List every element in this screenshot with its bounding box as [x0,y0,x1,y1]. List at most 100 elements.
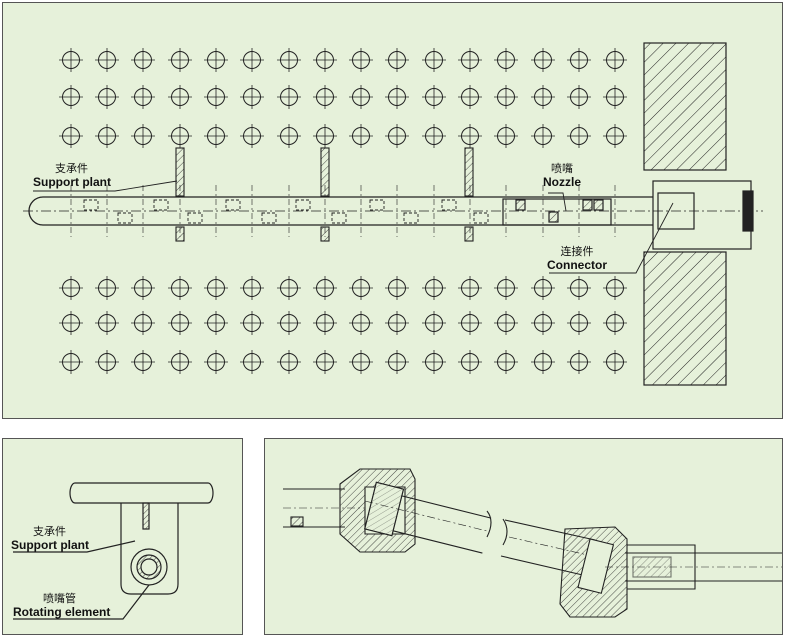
main-sectional-view: 支承件 Support plant 喷嘴 Nozzle 连接件 Connecto… [2,2,783,419]
tube-circle [168,350,192,374]
tube-circle [204,276,228,300]
tube-circle [603,124,627,148]
support-detail-drawing [13,482,214,620]
tube-circle [385,124,409,148]
nozzle-hole [187,212,203,224]
tube-circle [313,124,337,148]
tube-circle [567,85,591,109]
tube-circle [603,350,627,374]
tube-circle [422,48,446,72]
tube-circle [531,350,555,374]
tube-circle [494,85,518,109]
tube-circle [458,124,482,148]
tube-circle [349,350,373,374]
nozzle-hole [261,212,277,224]
tube-circle [204,48,228,72]
tube-circle [59,311,83,335]
tube-circle [313,48,337,72]
tube-circle [277,85,301,109]
tube-bank [59,48,627,374]
tube-circle [458,48,482,72]
tube-circle [204,85,228,109]
nozzle-hole [295,199,311,211]
tube-circle [240,85,264,109]
tube-circle [494,48,518,72]
tube-circle [59,276,83,300]
tube-circle [422,85,446,109]
tube-circle [603,48,627,72]
support-detail-view: 支承件 Support plant 喷嘴管 Rotating element [2,438,243,635]
nozzle-section [502,198,612,226]
tube-circle [494,276,518,300]
tube-circle [95,48,119,72]
tube-circle [95,276,119,300]
tube-circle [349,311,373,335]
tube-circle [567,276,591,300]
tube-circle [422,276,446,300]
tube-circle [349,85,373,109]
swivel-joint-drawing [283,468,782,618]
tube-circle [131,350,155,374]
label-connector: 连接件 Connector [547,246,607,272]
tube-circle [458,311,482,335]
tube-circle [385,311,409,335]
tube-circle [567,350,591,374]
lance-pipe [23,196,763,226]
nozzle-hole [403,212,419,224]
tube-circle [131,311,155,335]
tube-circle [204,350,228,374]
tube-circle [385,48,409,72]
tube-circle [349,48,373,72]
nozzle-hole [117,212,133,224]
tube-circle [458,85,482,109]
tube-circle [494,124,518,148]
tube-circle [204,311,228,335]
pipe-nozzle-holes [83,199,489,224]
tube-circle [349,276,373,300]
tube-circle [277,48,301,72]
tube-circle [131,276,155,300]
tube-circle [531,85,555,109]
tube-circle [313,276,337,300]
tube-circle [59,85,83,109]
label-rotating-element: 喷嘴管 Rotating element [13,593,111,619]
tube-circle [95,311,119,335]
tube-circle [95,124,119,148]
tube-circle [277,124,301,148]
tube-circle [277,350,301,374]
nozzle-hole [153,199,169,211]
nozzle-hole [441,199,457,211]
tube-circle [422,350,446,374]
tube-circle [385,350,409,374]
tube-circle [168,311,192,335]
tube-circle [313,350,337,374]
tube-circle [131,124,155,148]
tube-circle [168,85,192,109]
nozzle-hole [83,199,99,211]
tube-circle [240,276,264,300]
nozzle-hole [369,199,385,211]
tube-circle [59,48,83,72]
label-support-plant-detail: 支承件 Support plant [11,526,89,552]
tube-circle [204,124,228,148]
tube-circle [531,124,555,148]
tube-circle [168,276,192,300]
tube-circle [458,276,482,300]
tube-circle [385,85,409,109]
tube-circle [168,124,192,148]
tube-circle [567,124,591,148]
nozzle-hole [225,199,241,211]
tube-circle [240,350,264,374]
tube-circle [494,350,518,374]
tube-circle [603,276,627,300]
tube-circle [313,85,337,109]
tube-circle [240,311,264,335]
tube-circle [603,311,627,335]
leader-lines [33,180,674,274]
wall-sleeve [652,180,754,250]
nozzle-hole [331,212,347,224]
tube-circle [422,124,446,148]
tube-circle [59,350,83,374]
tube-circle [168,48,192,72]
tube-circle [277,276,301,300]
